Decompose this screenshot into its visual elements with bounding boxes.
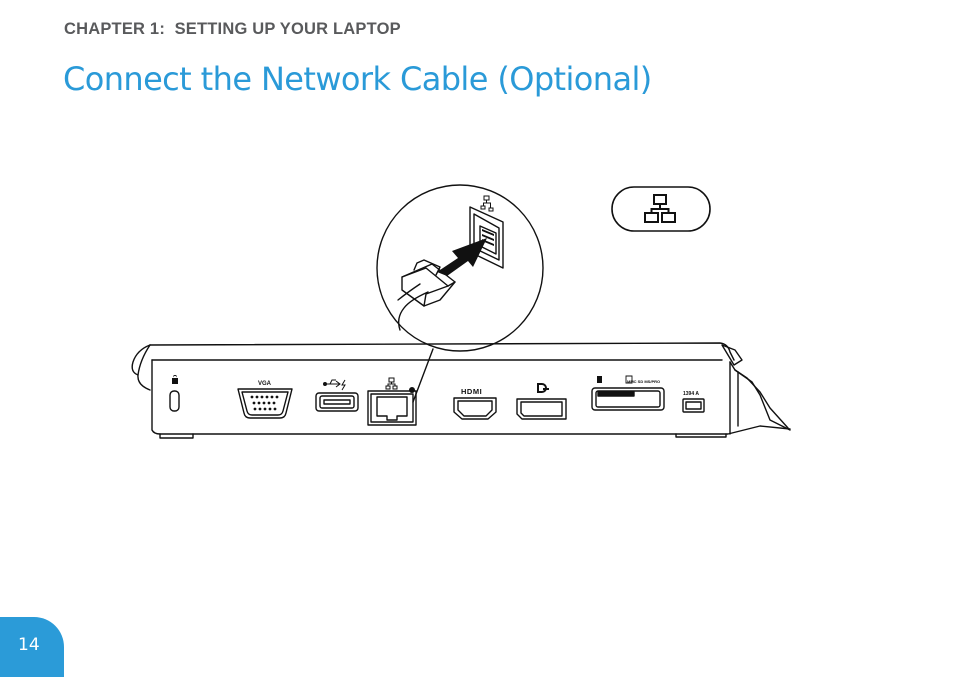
hdmi-label: HDMI [461, 387, 482, 396]
card-slot-icon [625, 375, 633, 384]
firewire-port [682, 398, 705, 413]
callout-line [412, 348, 434, 403]
hdmi-port [453, 397, 497, 420]
page-title: Connect the Network Cable (Optional) [63, 60, 652, 98]
displayport-icon [537, 383, 547, 393]
firewire-label: 1394 A [683, 391, 699, 397]
vga-label: VGA [258, 381, 272, 387]
vga-pins [250, 395, 279, 411]
page-number-tab: 14 [0, 617, 64, 677]
network-symbol-icon [611, 186, 711, 232]
usb-icon [323, 379, 341, 388]
cable [397, 291, 429, 331]
ethernet-port [367, 390, 417, 426]
card-reader-slot [591, 387, 665, 411]
vga-port [237, 388, 293, 419]
displayport-port [516, 398, 567, 420]
card-reader-label: MMC SD MS/PRO [627, 379, 660, 384]
page-number: 14 [18, 635, 40, 655]
usb-port [315, 392, 359, 412]
insert-arrow [437, 238, 487, 276]
charge-icon [341, 379, 346, 391]
laptop-lid-tip [721, 344, 743, 366]
callout-dot [409, 387, 415, 393]
network-icon-small [480, 195, 494, 212]
card-icon [597, 376, 602, 383]
magnifier-circle [376, 184, 544, 352]
network-icon [385, 377, 398, 390]
lock-icon [172, 375, 178, 384]
laptop-lid [149, 342, 735, 361]
laptop-base [151, 359, 791, 435]
chapter-heading: CHAPTER 1: SETTING UP YOUR LAPTOP [64, 20, 401, 38]
lock-slot [169, 390, 180, 412]
